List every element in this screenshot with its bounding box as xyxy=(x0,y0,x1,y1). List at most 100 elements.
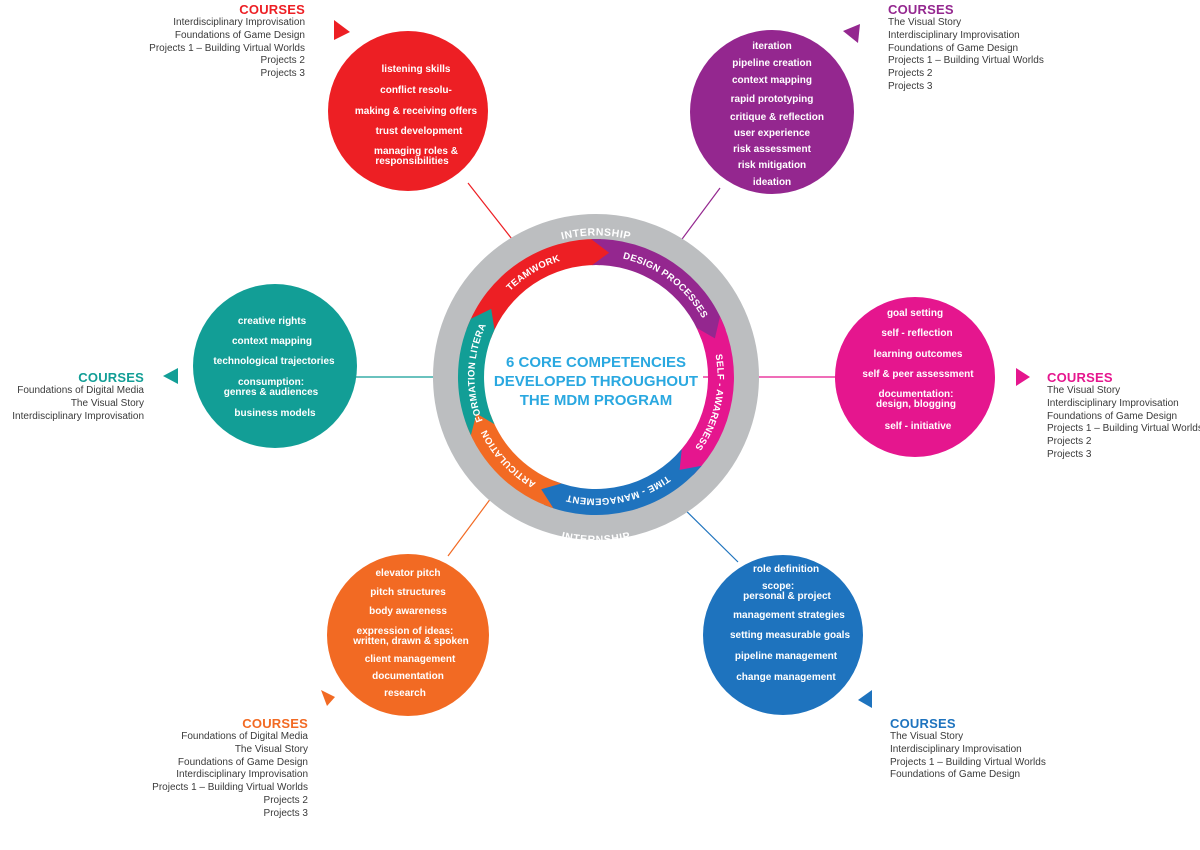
course-item: Projects 1 – Building Virtual Worlds xyxy=(152,782,308,794)
bubble-item: body awareness xyxy=(369,606,447,617)
bubble-item: change management xyxy=(736,672,836,683)
bubble-self-awareness-items: goal setting self - reflection learning … xyxy=(862,308,974,432)
bubble-item: pitch structures xyxy=(370,587,446,598)
course-item: Projects 2 xyxy=(1047,436,1092,448)
bubble-item: pipeline management xyxy=(735,651,838,662)
courses-self-awareness: COURSES The Visual Story Interdisciplina… xyxy=(1047,370,1200,462)
course-item: Projects 2 xyxy=(888,68,933,80)
center-title-line-2: DEVELOPED THROUGHOUT xyxy=(494,373,698,390)
course-item: Projects 2 xyxy=(260,55,305,67)
center-title: 6 CORE COMPETENCIES DEVELOPED THROUGHOUT… xyxy=(494,354,698,409)
bubble-item: scope: xyxy=(762,581,794,592)
triangle-icon-articulation xyxy=(321,690,335,706)
bubble-item: user experience xyxy=(734,128,811,139)
bubble-design xyxy=(690,30,854,194)
course-item: Foundations of Digital Media xyxy=(181,731,308,742)
bubble-item: creative rights xyxy=(238,316,307,327)
course-item: The Visual Story xyxy=(890,731,964,742)
course-item: Interdisciplinary Improvisation xyxy=(1047,397,1179,409)
course-item: Interdisciplinary Improvisation xyxy=(888,29,1020,41)
course-item: Interdisciplinary Improvisation xyxy=(890,743,1022,755)
course-item: Foundations of Game Design xyxy=(174,29,305,41)
bubble-item: context mapping xyxy=(732,75,812,86)
courses-heading: COURSES xyxy=(78,370,144,385)
bubble-item: business models xyxy=(234,408,316,419)
bubble-articulation-items: elevator pitch pitch structures body awa… xyxy=(352,568,469,699)
courses-heading: COURSES xyxy=(888,2,954,17)
courses-heading: COURSES xyxy=(239,2,305,17)
bubble-item: documentation xyxy=(372,671,444,682)
ring-segment-information-literacy xyxy=(457,308,495,436)
courses-heading: COURSES xyxy=(890,716,956,731)
bubble-item: goal setting xyxy=(887,308,943,319)
course-item: Interdisciplinary Improvisation xyxy=(176,769,308,781)
ring-segment-design xyxy=(591,239,726,351)
course-item: Projects 3 xyxy=(260,68,305,80)
course-item: The Visual Story xyxy=(70,397,144,409)
course-item: Foundations of Game Design xyxy=(177,756,308,768)
bubble-item: documentation: xyxy=(879,389,954,400)
course-item: The Visual Story xyxy=(1047,385,1121,396)
bubble-item: elevator pitch xyxy=(375,568,440,579)
course-item: Interdisciplinary Improvisation xyxy=(173,17,305,28)
bubble-item: written, drawn & spoken xyxy=(352,636,469,647)
bubble-item: management strategies xyxy=(733,610,845,621)
courses-time-management: COURSES The Visual Story Interdisciplina… xyxy=(890,716,1046,782)
course-item: Foundations of Game Design xyxy=(1047,410,1178,422)
courses-articulation: COURSES Foundations of Digital Media The… xyxy=(152,716,308,821)
course-item: The Visual Story xyxy=(888,17,962,28)
triangle-icon-time-management xyxy=(858,690,872,708)
course-item: Projects 1 – Building Virtual Worlds xyxy=(890,756,1046,768)
connector-articulation xyxy=(447,489,498,557)
bubble-item: pipeline creation xyxy=(732,58,811,69)
bubble-information-literacy xyxy=(193,284,357,448)
bubble-item: client management xyxy=(365,654,456,665)
bubble-teamwork xyxy=(328,31,488,191)
bubble-item: self - reflection xyxy=(881,328,952,339)
bubble-time-management xyxy=(703,555,863,715)
courses-design: COURSES The Visual Story Interdisciplina… xyxy=(888,2,1044,94)
bubble-item: research xyxy=(384,688,426,699)
course-item: Foundations of Game Design xyxy=(888,42,1019,54)
bubble-item: iteration xyxy=(752,41,791,52)
bubble-item: ideation xyxy=(753,177,791,188)
center-title-line-1: 6 CORE COMPETENCIES xyxy=(506,354,686,371)
courses-heading: COURSES xyxy=(1047,370,1113,385)
triangle-icon-information-literacy xyxy=(163,368,178,384)
bubble-item: trust development xyxy=(376,126,463,137)
bubble-self-awareness xyxy=(835,297,995,457)
bubble-information-literacy-items: creative rights context mapping technolo… xyxy=(213,316,335,419)
bubble-articulation xyxy=(327,554,489,716)
bubble-item: context mapping xyxy=(232,336,312,347)
course-item: The Visual Story xyxy=(234,743,308,755)
ring-segment-self-awareness xyxy=(671,316,734,477)
bubble-item: technological trajectories xyxy=(213,356,335,367)
course-item: Interdisciplinary Improvisation xyxy=(12,410,144,422)
bubble-item: managing roles & xyxy=(374,146,458,157)
internship-label-bottom: INTERNSHIP xyxy=(560,530,631,546)
ring-segment-time-management xyxy=(533,449,702,516)
bubble-item: risk assessment xyxy=(733,144,812,155)
ring-segment-teamwork xyxy=(466,239,618,339)
triangle-icon-teamwork xyxy=(334,20,350,40)
courses-information-literacy: COURSES Foundations of Digital Media The… xyxy=(12,370,144,423)
bubble-item: expression of ideas: xyxy=(357,626,454,637)
bubble-item: responsibilities xyxy=(375,156,449,167)
ring-segment-articulation xyxy=(466,403,562,509)
bubble-item: consumption: xyxy=(238,377,304,388)
bubble-time-management-items: role definition scope: personal & projec… xyxy=(730,564,850,683)
course-item: Projects 2 xyxy=(263,794,308,806)
triangle-icon-self-awareness xyxy=(1016,368,1030,386)
courses-heading: COURSES xyxy=(242,716,308,731)
course-item: Projects 1 – Building Virtual Worlds xyxy=(888,55,1044,67)
bubble-item: conflict resolu- xyxy=(380,85,452,96)
course-item: Projects 1 – Building Virtual Worlds xyxy=(149,42,305,54)
bubble-item: personal & project xyxy=(743,591,831,602)
course-item: Projects 3 xyxy=(888,80,933,92)
bubble-teamwork-items: listening skills conflict resolu- making… xyxy=(355,64,478,167)
course-item: Projects 1 – Building Virtual Worlds xyxy=(1047,423,1200,435)
bubble-item: role definition xyxy=(753,564,819,575)
course-item: Projects 3 xyxy=(263,807,308,819)
bubble-item: learning outcomes xyxy=(874,349,963,360)
